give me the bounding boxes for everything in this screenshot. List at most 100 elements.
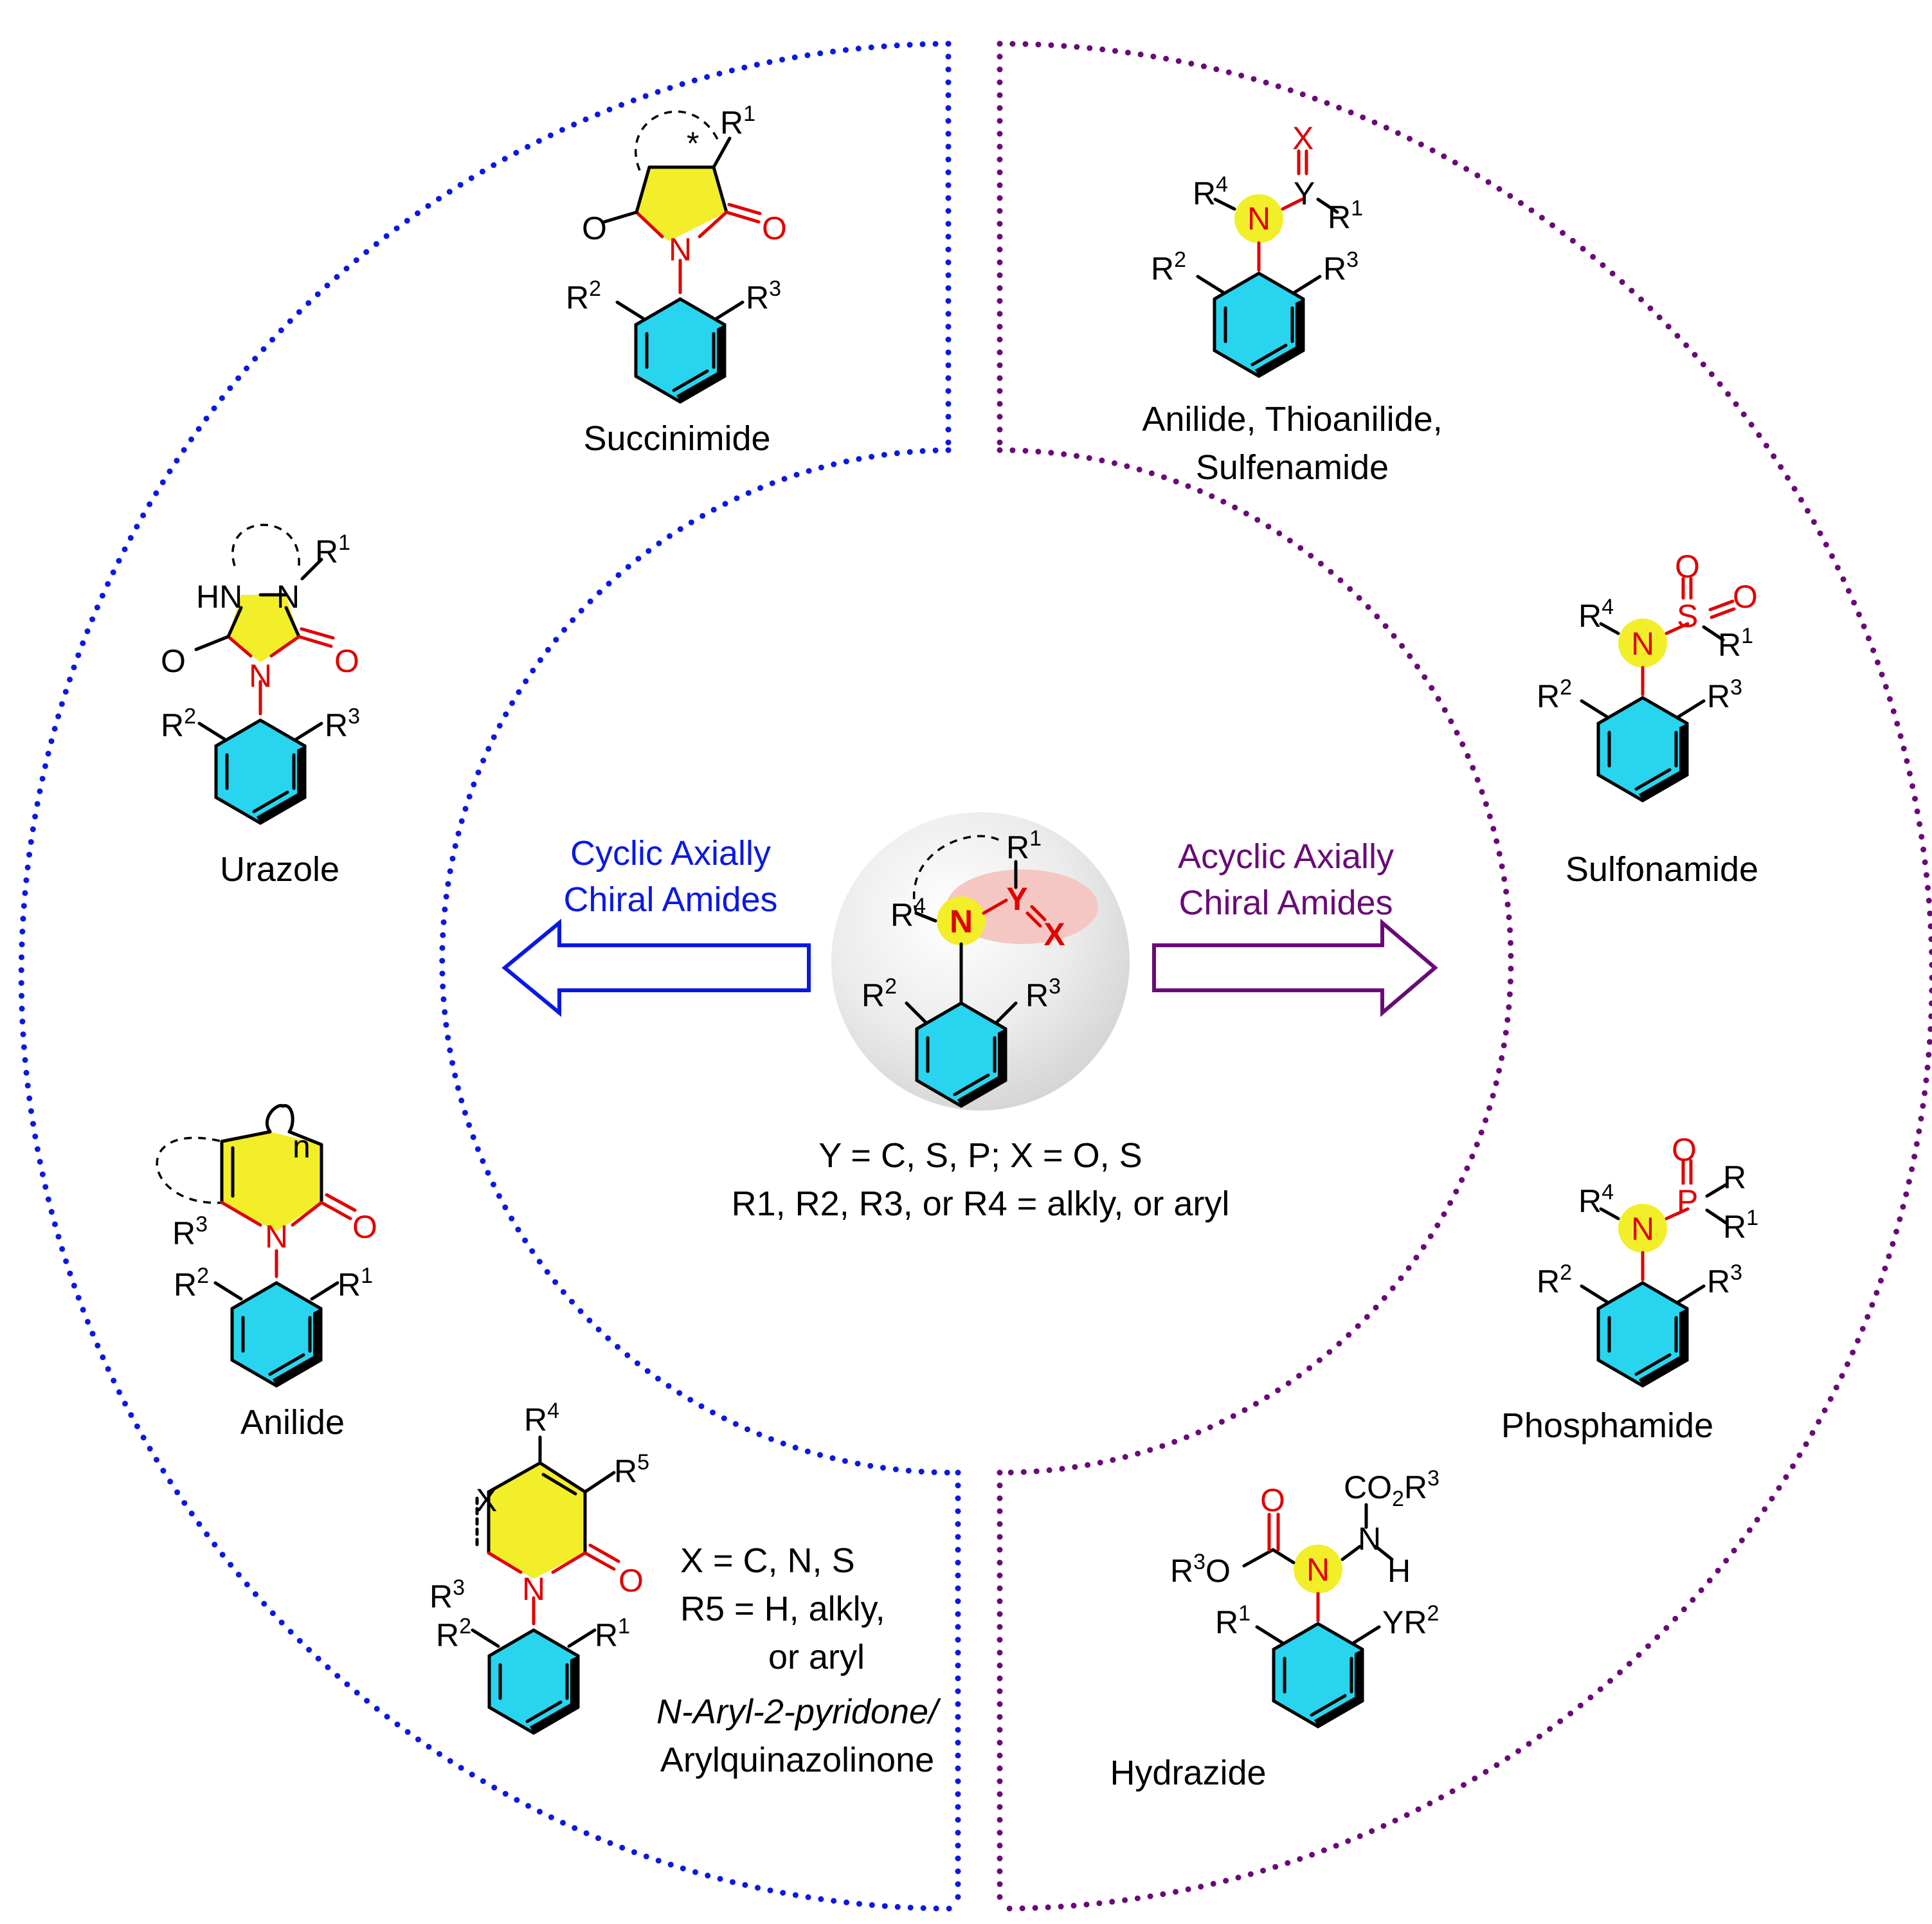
pyridone-r5-definition-cont: or aryl <box>768 1638 865 1676</box>
hydrazide-co2r3: CO2R3 <box>1344 1466 1440 1511</box>
anilide-acyclic-n: N <box>1247 201 1270 237</box>
succinimide-n: N <box>669 231 692 268</box>
phosphamide-r3: R3 <box>1707 1260 1742 1300</box>
center-n-atom: N <box>950 903 973 939</box>
anilide-acyclic-y: Y <box>1294 176 1315 212</box>
hydrazide-r3o: R3O <box>1170 1550 1231 1589</box>
anilide-acyclic-r3: R3 <box>1323 248 1359 287</box>
pyridone-r5-definition: R5 = H, alkly, <box>680 1590 885 1628</box>
urazole-r2: R2 <box>161 704 196 743</box>
central-generic-amide: N Y X R1 R4 R2 R3 <box>831 812 1130 1111</box>
sulfonamide-o-top: O <box>1675 549 1700 585</box>
urazole-o-right: O <box>334 643 359 679</box>
phosphamide-r1: R1 <box>1723 1206 1758 1245</box>
anilide-ring-size-n: n <box>293 1129 311 1165</box>
anilide-acyclic-r2: R2 <box>1151 248 1186 287</box>
anilide-r3: R3 <box>172 1212 208 1251</box>
anilide-cyclic-label: Anilide <box>240 1403 345 1442</box>
sulfonamide-r2: R2 <box>1537 675 1572 714</box>
hydrazide-yr2: YR2 <box>1382 1601 1439 1640</box>
sulfonamide-label: Sulfonamide <box>1566 850 1758 889</box>
pyridone-x: X <box>476 1482 497 1518</box>
succinimide-structure: O O N * R1 R2 R3 <box>566 102 787 402</box>
sulfonamide-r3: R3 <box>1707 675 1742 714</box>
cyclic-label-line1: Cyclic Axially <box>570 834 771 873</box>
urazole-structure: HN N O O N R1 R2 R3 <box>161 523 360 823</box>
center-definition-r-groups: R1, R2, R3, or R4 = alkly, or aryl <box>732 1184 1230 1223</box>
phosphamide-structure: N P O R R4 R1 R2 R3 <box>1537 1132 1758 1386</box>
pyridone-r4: R4 <box>524 1399 559 1438</box>
urazole-hn: HN <box>196 579 242 615</box>
succinimide-r2: R2 <box>566 277 601 316</box>
pyridone-label-line1: N-Aryl-2-pyridone/ <box>656 1693 941 1731</box>
cyclic-label-line2: Chiral Amides <box>563 880 777 919</box>
urazole-n2: N <box>276 579 300 615</box>
urazole-r3: R3 <box>325 704 360 743</box>
center-x-atom: X <box>1043 916 1065 952</box>
center-r4: R4 <box>890 894 926 933</box>
phosphamide-n: N <box>1631 1211 1654 1247</box>
sulfonamide-o-right: O <box>1733 579 1758 615</box>
succinimide-stereocenter: * <box>687 125 699 161</box>
anilide-n: N <box>265 1219 288 1255</box>
phosphamide-label: Phosphamide <box>1501 1406 1713 1445</box>
urazole-n: N <box>249 658 272 694</box>
phosphamide-r: R <box>1723 1159 1746 1195</box>
sulfonamide-n: N <box>1631 626 1654 662</box>
pyridone-r1: R1 <box>595 1614 630 1653</box>
pyridone-label-line2: Arylquinazolinone <box>660 1741 934 1779</box>
pyridone-r2: R2 <box>436 1614 471 1653</box>
anilide-r1: R1 <box>338 1264 373 1303</box>
acyclic-arrow <box>1152 918 1438 1017</box>
anilide-acyclic-label-line2: Sulfenamide <box>1196 448 1389 487</box>
acyclic-label-line2: Chiral Amides <box>1178 884 1393 922</box>
urazole-r1: R1 <box>315 531 350 570</box>
succinimide-r1: R1 <box>720 102 755 141</box>
phosphamide-p: P <box>1677 1183 1698 1219</box>
center-y-atom: Y <box>1006 881 1027 917</box>
succinimide-o-right: O <box>762 210 787 246</box>
pyridone-o: O <box>618 1563 644 1599</box>
cyclic-section-border <box>18 41 961 1912</box>
urazole-o-left: O <box>161 643 186 679</box>
hydrazide-o: O <box>1260 1482 1285 1518</box>
phosphamide-r4: R4 <box>1578 1180 1614 1219</box>
phosphamide-o: O <box>1672 1132 1697 1168</box>
center-r3: R3 <box>1025 974 1061 1013</box>
hydrazide-n: N <box>1306 1552 1330 1588</box>
anilide-acyclic-structure: N Y X R4 R1 R2 R3 <box>1151 120 1363 376</box>
anilide-acyclic-r4: R4 <box>1193 172 1228 212</box>
pyridone-r5: R5 <box>614 1450 649 1489</box>
succinimide-r3: R3 <box>746 277 781 316</box>
center-r2: R2 <box>862 974 897 1013</box>
pyridone-r3: R3 <box>429 1575 465 1615</box>
hydrazide-h: H <box>1387 1553 1411 1589</box>
sulfonamide-s: S <box>1677 598 1698 634</box>
anilide-acyclic-x: X <box>1292 120 1314 156</box>
sulfonamide-structure: N S O O R4 R1 R2 R3 <box>1537 549 1758 801</box>
hydrazide-n2: N <box>1358 1521 1381 1557</box>
anilide-acyclic-label-line1: Anilide, Thioanilide, <box>1142 400 1442 439</box>
anilide-cyclic-structure: n O N R3 R2 R1 <box>156 1103 377 1386</box>
acyclic-label-line1: Acyclic Axially <box>1178 837 1394 876</box>
succinimide-label: Succinimide <box>583 419 770 458</box>
anilide-o: O <box>352 1209 377 1245</box>
hydrazide-label: Hydrazide <box>1110 1754 1266 1792</box>
center-definition-y-x: Y = C, S, P; X = O, S <box>818 1136 1142 1175</box>
succinimide-o-left: O <box>582 210 607 246</box>
anilide-acyclic-r1: R1 <box>1328 196 1363 235</box>
pyridone-x-definition: X = C, N, S <box>680 1541 855 1580</box>
hydrazide-r1: R1 <box>1215 1601 1250 1640</box>
cyclic-arrow <box>501 918 811 1017</box>
hydrazide-structure: N O N H CO2R3 R3O R1 YR2 <box>1170 1466 1440 1727</box>
sulfonamide-r1: R1 <box>1718 624 1753 663</box>
phosphamide-r2: R2 <box>1537 1260 1572 1300</box>
pyridone-structure: X O N R4 R5 R3 R2 R1 <box>429 1399 649 1733</box>
center-r1: R1 <box>1006 826 1042 866</box>
anilide-r2: R2 <box>174 1264 209 1303</box>
sulfonamide-r4: R4 <box>1578 595 1614 634</box>
urazole-label: Urazole <box>220 850 339 889</box>
pyridone-n: N <box>522 1571 545 1607</box>
acyclic-section-border <box>997 41 1932 1912</box>
